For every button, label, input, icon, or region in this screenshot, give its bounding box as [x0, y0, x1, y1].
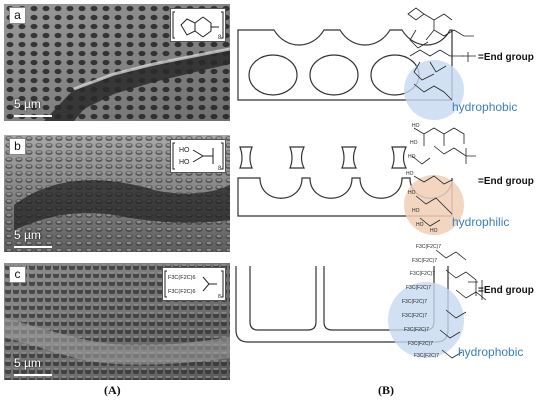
- inset-c-top: F3C(F2C)6: [168, 275, 196, 281]
- molecule-1: [407, 7, 476, 101]
- sem-panel-c: c F3C(F2C)6 F3C(F2C)6 8 5 µm: [4, 263, 230, 380]
- svg-text:HO: HO: [416, 222, 424, 228]
- structure-inset-b: HO HO 8: [170, 139, 226, 173]
- scale-text-a: 5 µm: [14, 97, 41, 111]
- halo-2: [404, 175, 464, 235]
- svg-text:F3C(F2C)7: F3C(F2C)7: [408, 341, 433, 347]
- svg-text:F3C(F2C)7: F3C(F2C)7: [402, 299, 427, 305]
- svg-text:8: 8: [218, 35, 222, 41]
- svg-text:F3C(F2C)7: F3C(F2C)7: [414, 353, 439, 359]
- property-label-3: hydrophobic: [458, 345, 524, 359]
- scale-text-b: 5 µm: [14, 228, 41, 242]
- svg-text:HO: HO: [412, 123, 420, 129]
- svg-text:HO: HO: [408, 190, 416, 196]
- svg-text:F3C(F2C)7: F3C(F2C)7: [402, 313, 427, 319]
- structure-inset-c: F3C(F2C)6 F3C(F2C)6 8: [162, 267, 226, 301]
- inset-c-bottom: F3C(F2C)6: [168, 289, 196, 295]
- svg-text:HO: HO: [406, 171, 414, 177]
- panel-label-c: c: [9, 266, 26, 283]
- end-group-label-2: =End group: [478, 176, 534, 187]
- halo-1: [404, 60, 464, 120]
- property-label-1: hydrophobic: [452, 100, 518, 114]
- sem-panel-a: a 8 5 µm: [4, 4, 230, 121]
- property-label-2: hydrophilic: [452, 215, 510, 229]
- sem-panel-b: b HO HO 8 5 µm: [4, 135, 230, 252]
- svg-text:HO: HO: [410, 140, 418, 146]
- svg-text:F3C(F2C)7: F3C(F2C)7: [410, 271, 435, 277]
- scale-bar-c: [14, 374, 52, 376]
- end-group-label-3: =End group: [478, 285, 534, 296]
- sem-image-c: [4, 263, 230, 380]
- pincushion-structure: [239, 146, 407, 169]
- svg-text:8: 8: [218, 166, 222, 172]
- honeycomb-structure-1: [237, 29, 453, 101]
- structure-inset-a: 8: [170, 8, 226, 42]
- svg-text:F3C(F2C)7: F3C(F2C)7: [416, 244, 441, 250]
- svg-text:HO: HO: [430, 228, 438, 234]
- caption-b: (B): [378, 383, 394, 397]
- inset-b-ho-bottom: HO: [179, 159, 190, 166]
- end-group-label-1: =End group: [478, 52, 534, 63]
- scale-text-c: 5 µm: [14, 356, 41, 370]
- svg-text:F3C(F2C)7: F3C(F2C)7: [406, 285, 431, 291]
- panel-label-b: b: [9, 138, 26, 155]
- svg-text:F3C(F2C)7: F3C(F2C)7: [404, 327, 429, 333]
- svg-text:HO: HO: [408, 154, 416, 160]
- svg-text:8: 8: [218, 294, 221, 300]
- inset-b-ho-top: HO: [179, 147, 190, 154]
- halo-3: [388, 282, 464, 358]
- svg-text:F3C(F2C)7: F3C(F2C)7: [412, 258, 437, 264]
- scale-bar-a: [14, 115, 52, 117]
- scale-bar-b: [14, 246, 52, 248]
- molecule-2: [411, 127, 476, 227]
- caption-a: (A): [104, 383, 121, 397]
- svg-text:HO: HO: [412, 208, 420, 214]
- molecule-3: [435, 249, 487, 359]
- panel-label-a: a: [9, 7, 26, 24]
- schematic-diagram: HO HO HO HO HO HO HO HO F3C(F2C)7 F3C(F2…: [235, 7, 487, 359]
